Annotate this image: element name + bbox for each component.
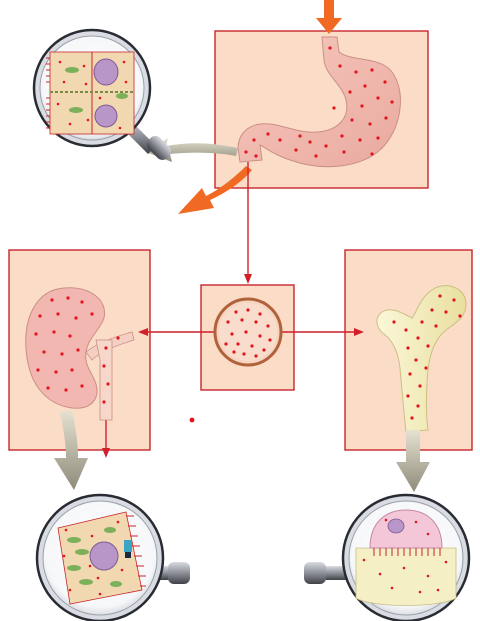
free-particle: [190, 418, 195, 423]
kidney-cell-detail: [58, 512, 146, 604]
intestine-cell-detail: [46, 52, 134, 134]
orange-down-arrow-icon: [316, 0, 342, 34]
